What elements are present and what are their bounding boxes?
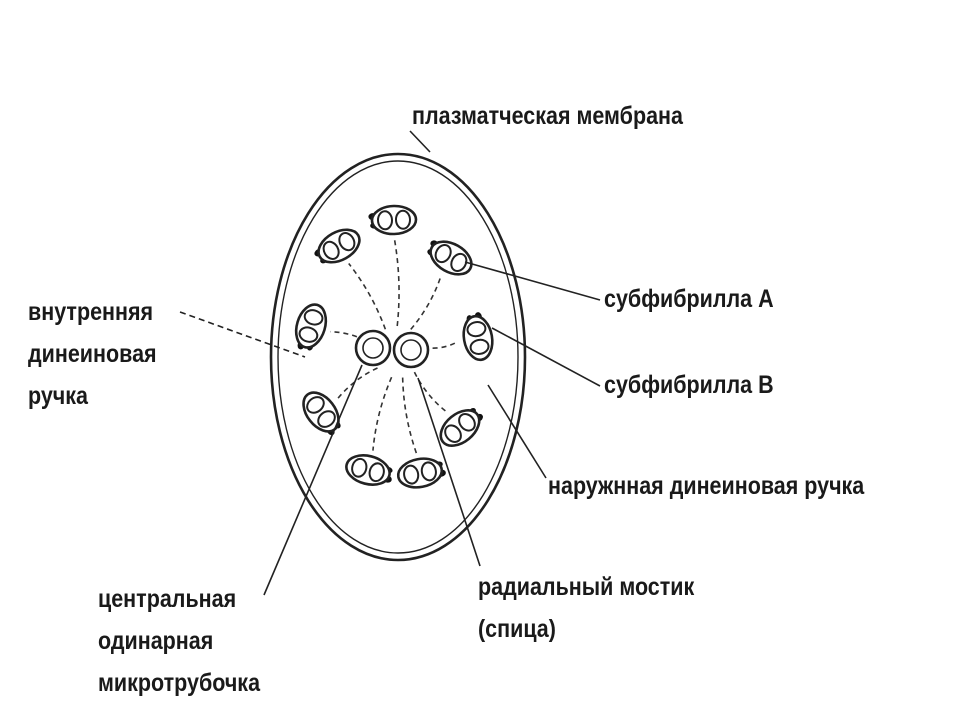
leader-subfibril-b	[491, 327, 601, 387]
leader-lines	[179, 130, 601, 596]
radial-spokes	[330, 239, 459, 454]
leader-outer-dynein	[487, 384, 547, 479]
radial-spoke	[401, 377, 418, 454]
doublet-wall	[302, 391, 340, 433]
radial-spoke	[336, 367, 378, 401]
subfibril-a	[298, 326, 319, 343]
leader-membrane	[409, 130, 431, 153]
subfibril-b	[351, 457, 368, 478]
central-pair	[354, 329, 430, 369]
subfibril-b	[403, 464, 420, 485]
label-subfibril-a: субфибрилла А	[604, 285, 774, 313]
label-central-line-2: одинарная	[98, 627, 214, 655]
subfibril-a	[466, 321, 487, 338]
label-radial-spoke-line-2: (спица)	[478, 615, 556, 643]
microtubule-doublet	[345, 454, 393, 486]
subfibril-a	[317, 410, 336, 428]
microtubule-doublet	[314, 228, 361, 264]
subfibril-a	[420, 461, 437, 482]
label-inner-dynein-line-2: динеиновая	[28, 340, 157, 368]
plasma-membrane-outer	[269, 152, 527, 562]
leader-central	[263, 364, 363, 596]
subfibril-a	[377, 210, 394, 231]
microtubule-doublet	[396, 457, 446, 489]
subfibril-b	[303, 309, 324, 326]
central-singlet-left-lumen	[362, 337, 384, 359]
subfibril-b	[306, 396, 325, 414]
label-radial-spoke: радиальный мостик (спица)	[478, 566, 694, 650]
doublet-wall	[345, 454, 391, 486]
label-radial-spoke-line-1: радиальный мостик	[478, 573, 695, 601]
leader-inner-dynein	[179, 311, 306, 358]
radial-spoke	[393, 239, 400, 327]
leader-subfibril-a	[464, 261, 601, 301]
label-plasma-membrane: плазматческая мембрана	[412, 102, 683, 130]
label-inner-dynein-arm: внутренняя динеиновая ручка	[28, 291, 157, 417]
subfibril-a	[458, 413, 476, 432]
microtubule-doublet	[439, 408, 483, 447]
label-inner-dynein-line-1: внутренняя	[28, 298, 154, 326]
radial-spoke	[372, 376, 393, 451]
label-central-singlet: центральная одинарная микротрубочка	[98, 578, 260, 704]
subfibril-b	[394, 209, 411, 230]
microtubule-doublet	[462, 312, 494, 362]
subfibril-b	[469, 338, 490, 355]
microtubule-doublet	[368, 204, 418, 236]
label-inner-dynein-line-3: ручка	[28, 382, 89, 410]
microtubule-doublet	[427, 240, 473, 276]
central-singlet-right-lumen	[400, 339, 422, 361]
label-central-line-1: центральная	[98, 585, 237, 613]
microtubule-doublet	[302, 391, 341, 436]
plasma-membrane-inner	[277, 160, 519, 554]
subfibril-b	[444, 424, 462, 443]
subfibril-b	[450, 252, 468, 272]
radial-spoke	[410, 275, 442, 330]
radial-spoke	[413, 371, 448, 414]
subfibril-b	[338, 232, 356, 252]
doublet-wall	[439, 409, 481, 447]
microtubule-doublet	[294, 303, 328, 351]
subfibril-a	[368, 462, 385, 483]
radial-spoke	[348, 262, 387, 330]
label-subfibril-b: субфибрилла В	[604, 371, 774, 399]
subfibril-a	[322, 240, 340, 260]
subfibril-a	[434, 244, 452, 264]
doublet-wall	[294, 303, 328, 349]
label-outer-dynein-arm: наружнная динеиновая ручка	[548, 472, 865, 500]
label-central-line-3: микротрубочка	[98, 669, 261, 697]
leader-radial-spoke	[417, 377, 481, 567]
peripheral-doublets	[294, 204, 494, 489]
